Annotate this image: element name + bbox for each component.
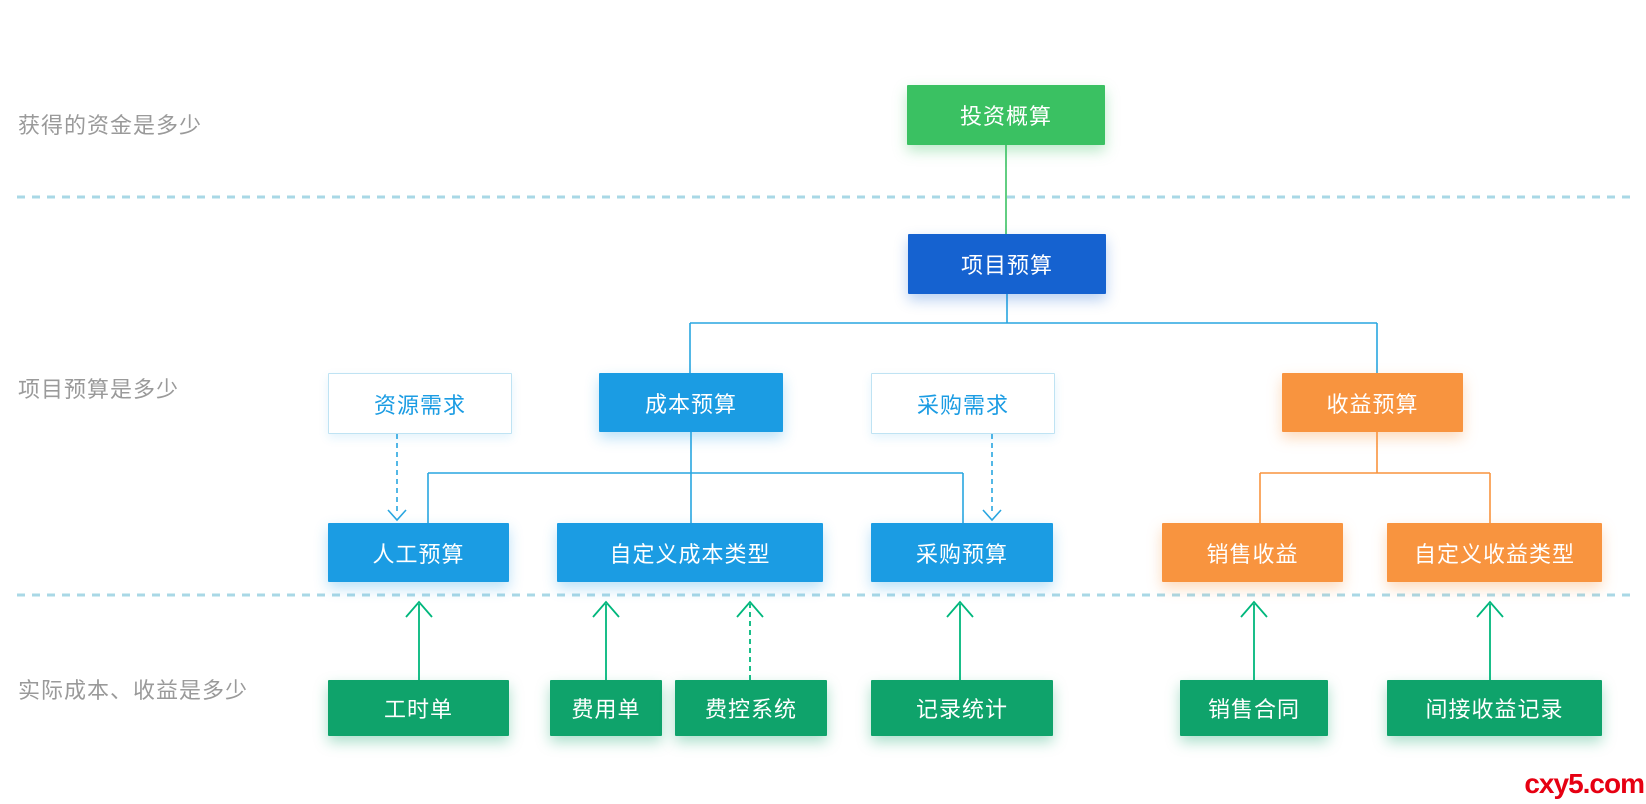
arrow-up-icon [946,600,974,618]
arrow-down-icon [982,509,1002,522]
row-label-actual: 实际成本、收益是多少 [18,678,249,703]
node-record-statistics: 记录统计 [871,680,1053,736]
node-timesheet: 工时单 [328,680,509,736]
arrow-down-icon [387,509,407,522]
node-procurement-budget: 采购预算 [871,523,1053,582]
arrow-up-icon [592,600,620,618]
arrow-up-icon [405,600,433,618]
node-sales-contract: 销售合同 [1180,680,1328,736]
node-resource-demand: 资源需求 [328,373,512,434]
node-sales-revenue: 销售收益 [1162,523,1343,582]
link-project-to-children [689,294,1378,373]
arrow-up-icon [736,600,764,618]
link-cost-to-children [427,432,964,523]
node-custom-revenue-type: 自定义收益类型 [1387,523,1602,582]
node-revenue-budget: 收益预算 [1282,373,1463,432]
watermark: cxy5.com [1524,768,1645,799]
arrow-up-icon [1240,600,1268,618]
node-custom-cost-type: 自定义成本类型 [557,523,823,582]
node-indirect-revenue-record: 间接收益记录 [1387,680,1602,736]
arrow-up-icon [1476,600,1504,618]
node-labor-budget: 人工预算 [328,523,509,582]
node-expense-form: 费用单 [550,680,662,736]
node-investment-estimate: 投资概算 [907,85,1105,145]
link-revenue-to-children [1259,432,1491,523]
node-procurement-demand: 采购需求 [871,373,1055,434]
node-project-budget: 项目预算 [908,234,1106,294]
row-label-budget: 项目预算是多少 [18,377,180,402]
node-cost-budget: 成本预算 [599,373,783,432]
row-label-funds: 获得的资金是多少 [18,113,203,138]
node-expense-control-system: 费控系统 [675,680,827,736]
